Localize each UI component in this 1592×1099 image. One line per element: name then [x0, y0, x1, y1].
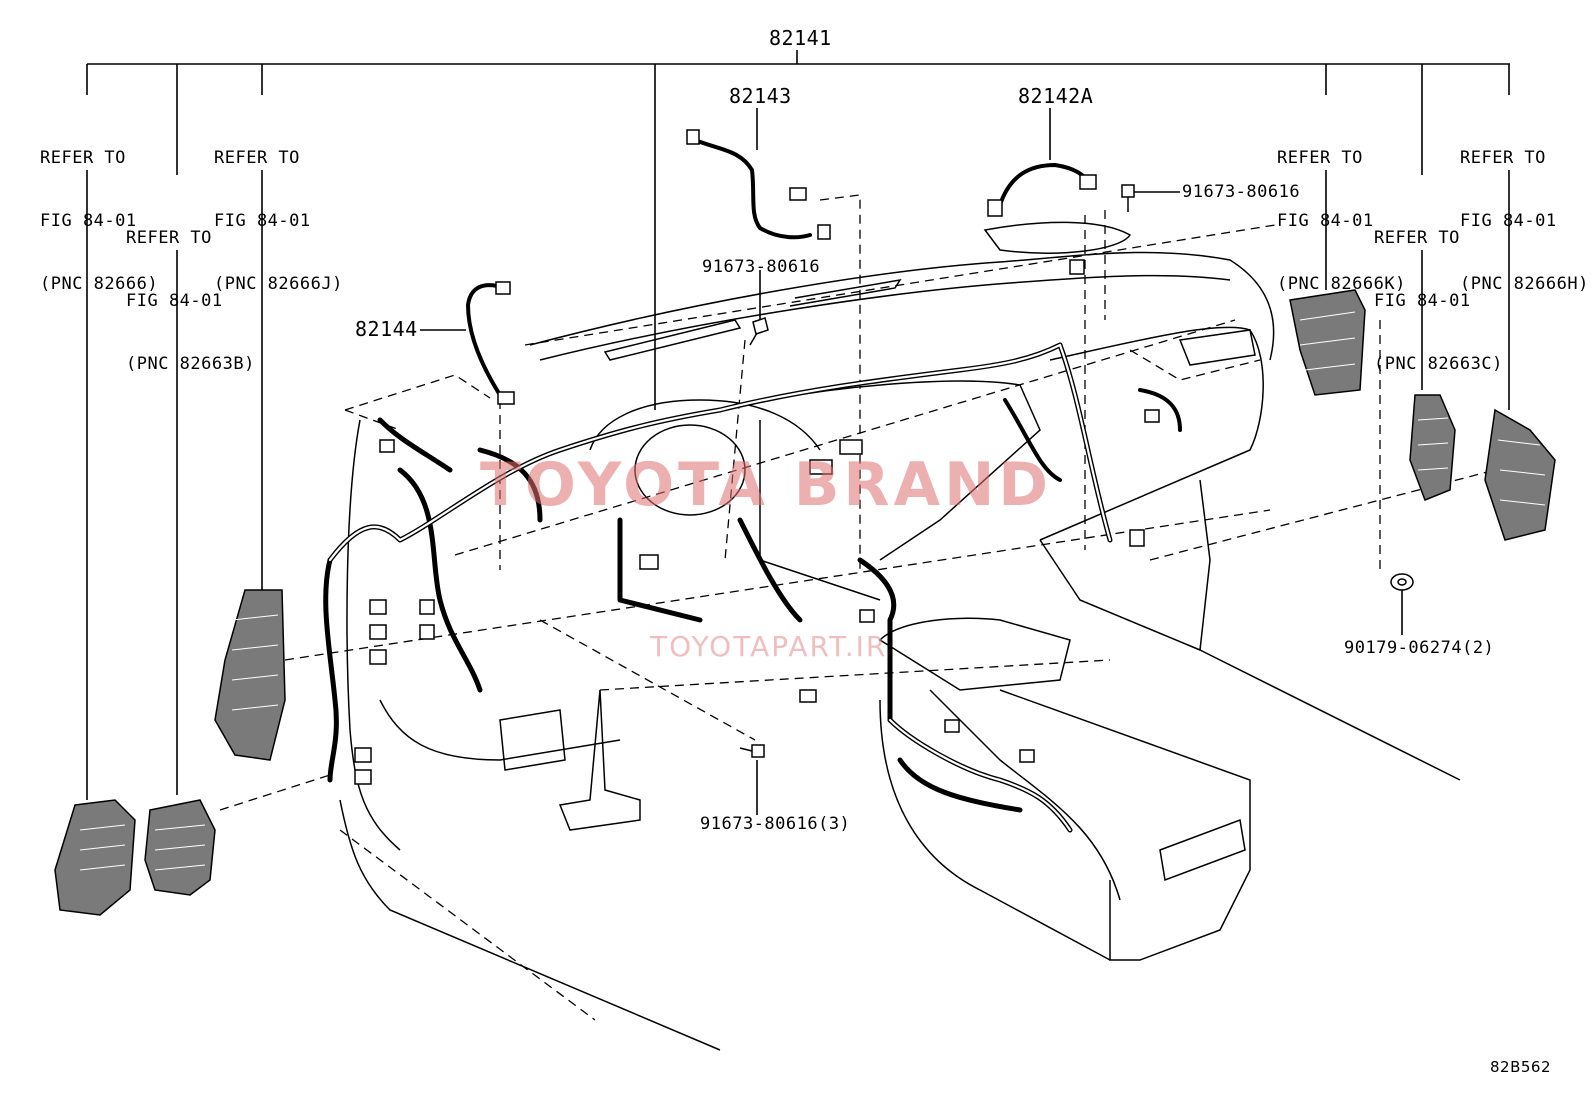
ref-82663C: REFER TO FIG 84-01 (PNC 82663C)	[1374, 186, 1503, 396]
ref-line-1: REFER TO	[1374, 228, 1460, 248]
ref-82663B: REFER TO FIG 84-01 (PNC 82663B)	[126, 186, 255, 396]
label-82141: 82141	[769, 26, 832, 50]
label-82142A: 82142A	[1018, 84, 1094, 108]
part-82666	[54, 799, 136, 916]
ref-82666: REFER TO FIG 84-01 (PNC 82666)	[40, 106, 158, 316]
harness-82142A	[998, 162, 1092, 207]
label-82144: 82144	[355, 317, 418, 341]
ref-line-3: (PNC 82663B)	[126, 354, 255, 374]
label-bolt-bottom: 91673-80616(3)	[700, 814, 851, 834]
ref-82666H: REFER TO FIG 84-01 (PNC 82666H)	[1460, 106, 1589, 316]
leader-lines	[86, 50, 1510, 815]
part-82666K	[1289, 289, 1366, 396]
part-82663C	[1409, 394, 1456, 501]
label-82143: 82143	[729, 84, 792, 108]
interior-outline	[339, 221, 1461, 1051]
ref-82666J: REFER TO FIG 84-01 (PNC 82666J)	[214, 106, 343, 316]
ref-line-1: REFER TO	[1277, 148, 1363, 168]
ref-line-3: (PNC 82666K)	[1277, 274, 1406, 294]
bolt-icon	[1121, 184, 1135, 212]
ref-line-1: REFER TO	[40, 148, 126, 168]
ref-line-2: FIG 84-01	[1277, 211, 1374, 231]
ref-82666K: REFER TO FIG 84-01 (PNC 82666K)	[1277, 106, 1406, 316]
harness-82143	[693, 138, 812, 240]
ref-line-3: (PNC 82666)	[40, 274, 159, 294]
clip-icon	[1390, 573, 1414, 591]
ref-line-1: REFER TO	[1460, 148, 1546, 168]
ref-line-1: REFER TO	[214, 148, 300, 168]
ref-line-2: FIG 84-01	[214, 211, 311, 231]
part-82666J	[214, 589, 286, 761]
fasteners	[739, 184, 1414, 758]
ref-line-1: REFER TO	[126, 228, 212, 248]
ref-line-3: (PNC 82666H)	[1460, 274, 1589, 294]
label-bolt-top-right: 91673-80616	[1182, 182, 1301, 202]
label-bolt-center: 91673-80616	[702, 257, 821, 277]
sub-harnesses	[465, 138, 1182, 482]
ref-line-2: FIG 84-01	[40, 211, 137, 231]
bolt-icon	[739, 744, 765, 758]
connectors	[354, 129, 1160, 785]
label-clip: 90179-06274(2)	[1344, 638, 1495, 658]
ref-line-2: FIG 84-01	[1460, 211, 1557, 231]
ref-line-3: (PNC 82663C)	[1374, 354, 1503, 374]
harness-82144	[465, 283, 507, 397]
ref-line-2: FIG 84-01	[1374, 291, 1471, 311]
ref-line-2: FIG 84-01	[126, 291, 223, 311]
watermark-site: TOYOTAPART.IR	[650, 630, 888, 663]
watermark-brand: TOYOTA BRAND	[480, 450, 1053, 520]
ref-line-3: (PNC 82666J)	[214, 274, 343, 294]
harness-wires	[323, 342, 1113, 833]
part-82666H	[1484, 408, 1556, 541]
diagram-code: 82B562	[1490, 1058, 1552, 1076]
bolt-icon	[749, 317, 769, 346]
